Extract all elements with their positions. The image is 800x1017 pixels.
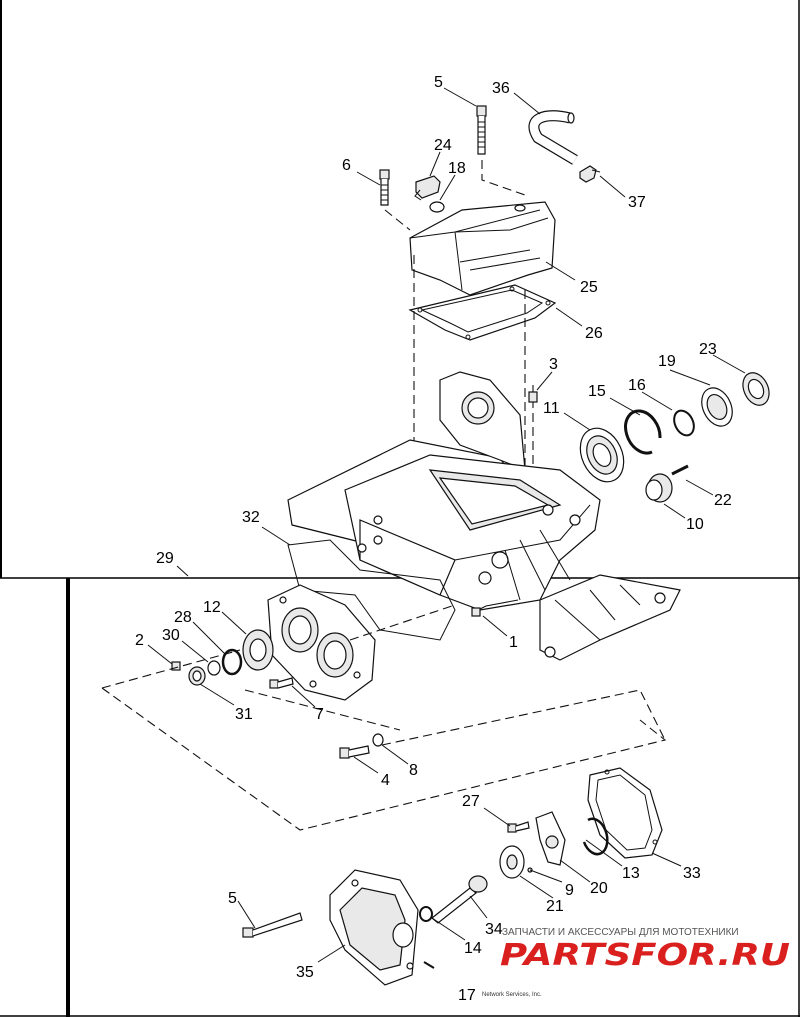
callout-37: 37 — [628, 194, 646, 211]
callout-6: 6 — [342, 157, 351, 174]
transmission-door — [267, 584, 376, 701]
callout-11: 11 — [543, 400, 560, 417]
callout-36: 36 — [492, 80, 510, 97]
retaining-ring-13 — [582, 817, 609, 856]
bolt-1 — [471, 599, 519, 617]
screw-4 — [339, 745, 370, 759]
oil-seal-19 — [701, 387, 733, 427]
gasket-32 — [287, 539, 456, 641]
leader-lines — [147, 87, 746, 963]
callout-10: 10 — [686, 516, 704, 533]
callout-9: 9 — [565, 882, 574, 899]
guide-lines-middle — [101, 604, 667, 831]
side-cover-35 — [329, 869, 419, 986]
callout-15: 15 — [588, 383, 606, 400]
shaft-34 — [431, 875, 488, 924]
callout-2: 2 — [135, 632, 144, 649]
nut-31 — [188, 666, 206, 686]
o-ring-17 — [423, 961, 435, 969]
callout-28: 28 — [174, 609, 192, 626]
watermark-text: ЗАПЧАСТИ И АКСЕССУАРЫ ДЛЯ МОТОТЕХНИКИ — [502, 927, 739, 938]
o-ring-16 — [673, 409, 695, 437]
callout-27: 27 — [462, 793, 480, 810]
callout-14: 14 — [464, 940, 482, 957]
callout-7: 7 — [315, 706, 324, 723]
bearing-11 — [579, 427, 625, 483]
bolt-5-top — [476, 105, 487, 155]
transmission-case — [287, 371, 681, 661]
o-ring-18 — [429, 201, 445, 213]
callout-31: 31 — [235, 706, 253, 723]
bushing-10 — [645, 473, 673, 503]
watermark: ЗАПЧАСТИ И АКСЕССУАРЫ ДЛЯ МОТОТЕХНИКИ PA… — [500, 927, 790, 973]
callout-labels: 5 36 24 6 18 37 25 26 3 19 23 15 16 11 2… — [135, 74, 732, 1004]
washer-21 — [499, 845, 525, 879]
gasket-33 — [587, 767, 663, 859]
callout-12: 12 — [203, 599, 221, 616]
spacer-23 — [742, 372, 770, 406]
callout-24: 24 — [434, 137, 452, 154]
callout-22: 22 — [714, 492, 732, 509]
bolt-6 — [379, 169, 390, 206]
callout-1: 1 — [509, 634, 518, 651]
callout-33: 33 — [683, 865, 701, 882]
callout-34: 34 — [485, 921, 503, 938]
bolt-5-bottom — [242, 912, 303, 938]
dowel-pin-3 — [528, 391, 538, 403]
callout-18: 18 — [448, 160, 466, 177]
pin-22 — [671, 464, 689, 476]
bearing-12 — [242, 629, 274, 671]
callout-23: 23 — [699, 341, 717, 358]
callout-13: 13 — [622, 865, 640, 882]
callout-5-top: 5 — [434, 74, 443, 91]
top-cover-25 — [409, 201, 556, 296]
footer-credit: Network Services, Inc. — [482, 992, 542, 998]
callout-32: 32 — [242, 509, 260, 526]
callout-8: 8 — [409, 762, 418, 779]
screw-7 — [269, 677, 294, 689]
callout-26: 26 — [585, 325, 603, 342]
callout-19: 19 — [658, 353, 676, 370]
callout-21: 21 — [546, 898, 564, 915]
washer-30 — [207, 660, 221, 676]
washer-8 — [372, 733, 384, 747]
callout-17: 17 — [458, 987, 476, 1004]
o-ring-14 — [419, 906, 433, 922]
callout-29: 29 — [156, 550, 174, 567]
callout-25: 25 — [580, 279, 598, 296]
pin-2 — [171, 661, 181, 671]
retaining-ring-28 — [221, 648, 243, 676]
callout-3: 3 — [549, 356, 558, 373]
callout-16: 16 — [628, 377, 646, 394]
retaining-ring-15 — [624, 409, 662, 455]
callout-35: 35 — [296, 964, 314, 981]
fitting-37 — [579, 165, 601, 183]
screw-27 — [507, 821, 530, 833]
switch-24 — [414, 175, 441, 201]
callout-4: 4 — [381, 772, 390, 789]
watermark-logo: PARTSFOR.RU — [500, 938, 790, 973]
callout-30: 30 — [162, 627, 180, 644]
callout-5-bottom: 5 — [228, 890, 237, 907]
callout-20: 20 — [590, 880, 608, 897]
gasket-26 — [408, 284, 557, 341]
shift-lever-20 — [535, 811, 566, 866]
vent-hose-36 — [528, 110, 578, 165]
